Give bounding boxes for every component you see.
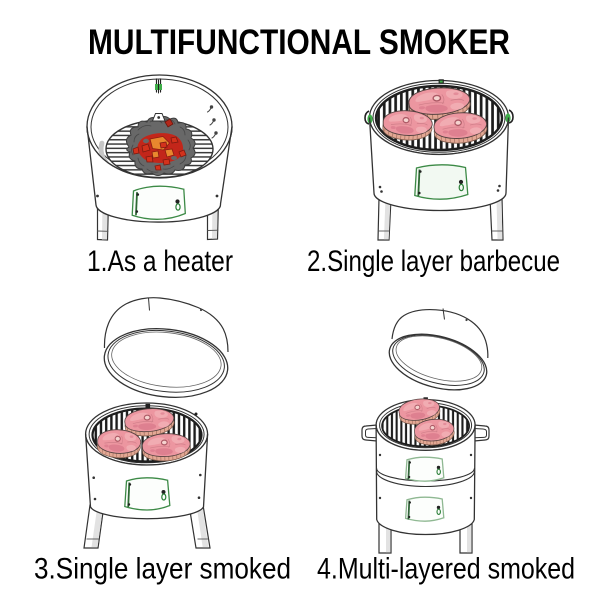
- svg-text:4.Multi-layered smoked: 4.Multi-layered smoked: [317, 553, 575, 586]
- svg-text:2.Single layer barbecue: 2.Single layer barbecue: [307, 245, 560, 278]
- svg-text:1.As a heater: 1.As a heater: [87, 245, 233, 278]
- svg-text:MULTIFUNCTIONAL SMOKER: MULTIFUNCTIONAL SMOKER: [88, 23, 510, 62]
- svg-text:3.Single layer smoked: 3.Single layer smoked: [34, 553, 291, 586]
